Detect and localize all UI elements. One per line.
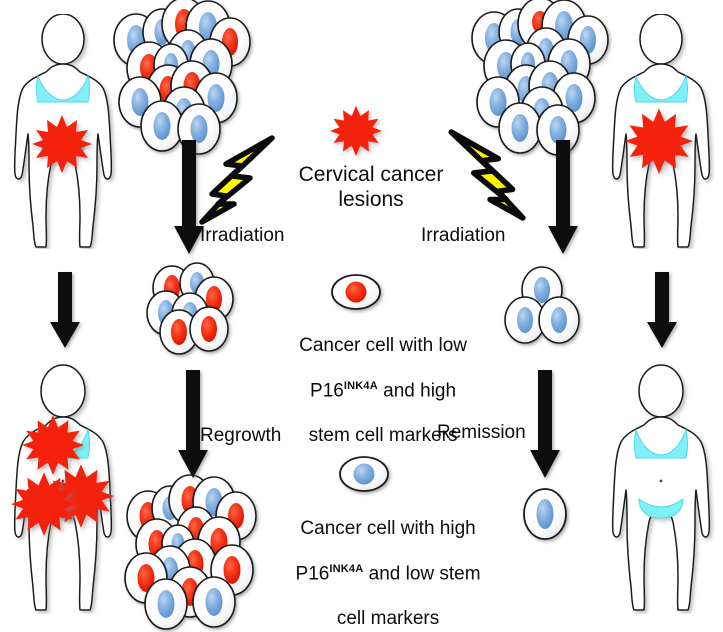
legend-label-high-p16: Cancer cell with high P16INK4A and low s… [270, 496, 485, 632]
lesion-starburst-bottom-left-1 [22, 413, 84, 475]
legend-2-line2-pre: P16 [295, 563, 330, 585]
cell-cluster-regrowth-left [124, 474, 279, 630]
legend-1-line2-pre: P16 [310, 380, 344, 402]
label-regrowth: Regrowth [200, 425, 282, 446]
label-irradiation-right: Irradiation [421, 225, 506, 246]
legend-2-line1: Cancer cell with high [300, 518, 476, 540]
lesion-starburst-top-left [32, 113, 92, 173]
arrow-remission [528, 370, 562, 480]
lesion-starburst-bottom-left-3 [11, 470, 77, 536]
arrow-left-outer-progression [48, 272, 82, 350]
lesion-starburst-bottom-left-2 [48, 462, 114, 528]
legend-cell-icon-blue [337, 452, 393, 498]
label-remission: Remission [437, 422, 526, 443]
arrow-irradiation-left [172, 140, 206, 256]
legend-2-line2-sup: INK4A [329, 563, 364, 576]
legend-2-line2-post: and low stem [363, 563, 481, 585]
label-cervical-cancer-lesions: Cervical cancer lesions [298, 163, 444, 211]
cell-single-remission [517, 484, 577, 546]
cell-cluster-residual-left [142, 262, 252, 355]
cell-cluster-residual-right [497, 266, 597, 353]
legend-1-line1: Cancer cell with low [299, 335, 468, 357]
legend-label-low-p16: Cancer cell with low P16INK4A and high s… [265, 313, 480, 470]
arrow-irradiation-right [546, 140, 580, 256]
irradiation-bolt-left-icon [196, 132, 282, 228]
irradiation-bolt-right-icon [441, 126, 529, 224]
cell-cluster-tumor-top-right [466, 0, 628, 156]
lesion-starburst-top-right [625, 106, 693, 174]
cell-cluster-tumor-top-left [96, 0, 258, 155]
arrow-right-outer-progression [645, 272, 679, 350]
patient-figure-bottom-right [605, 364, 717, 614]
legend-2-line3: cell markers [336, 608, 440, 630]
arrow-regrowth [176, 370, 210, 480]
legend-1-line2-post: and high [377, 380, 457, 402]
label-irradiation-left: Irradiation [200, 225, 285, 246]
legend-1-line2-sup: INK4A [343, 380, 378, 393]
legend-1-line3: stem cell markers [308, 425, 458, 447]
legend-cell-icon-red [329, 270, 385, 316]
cervical-lesion-icon [330, 104, 382, 156]
